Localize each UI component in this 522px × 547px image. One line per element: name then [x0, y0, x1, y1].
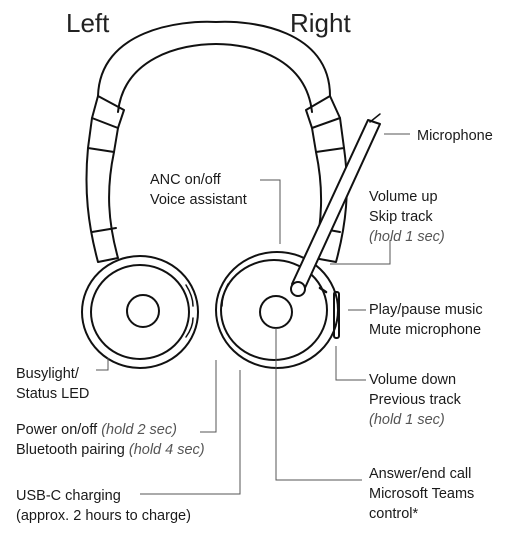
answer-end-label: Answer/end call Microsoft Teams control*: [369, 466, 475, 522]
usbc-label: USB-C charging (approx. 2 hours to charg…: [16, 488, 191, 524]
anc-label: ANC on/off Voice assistant: [150, 172, 247, 208]
power-bluetooth-label: Power on/off (hold 2 sec) Bluetooth pair…: [16, 422, 205, 458]
left-title: Left: [66, 8, 110, 38]
right-earcup: [215, 251, 339, 369]
headband-outer: [97, 20, 331, 97]
right-title: Right: [290, 8, 351, 38]
left-earcup: [81, 255, 199, 369]
busylight-label: Busylight/ Status LED: [16, 366, 90, 402]
left-arm: [85, 147, 119, 263]
play-pause-label: Play/pause music Mute microphone: [369, 302, 483, 338]
volume-down-label: Volume down Previous track (hold 1 sec): [369, 372, 461, 428]
headband-inner: [117, 43, 313, 113]
volume-up-label: Volume up Skip track (hold 1 sec): [369, 189, 445, 245]
microphone-label: Microphone: [417, 128, 493, 144]
